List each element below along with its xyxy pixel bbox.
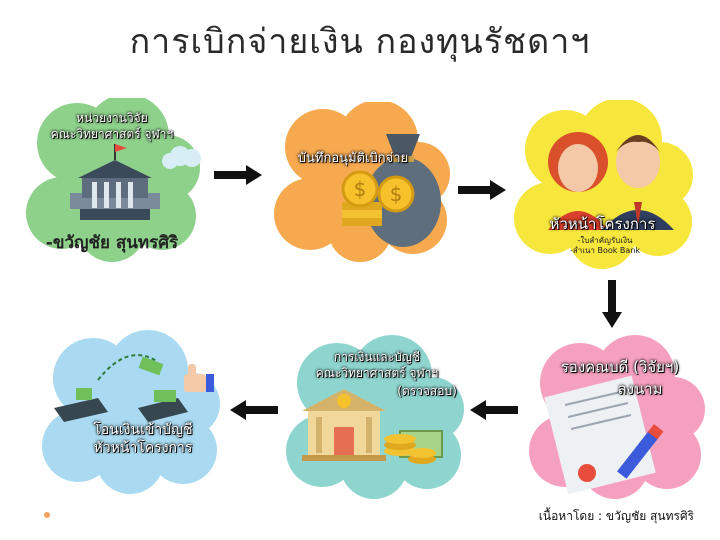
- step-note: -ใบสำคัญรับเงิน: [577, 236, 633, 245]
- step-label: หัวหน้าโครงการ: [549, 215, 656, 233]
- step-label: บันทึกอนุมัติเบิกจ่าย: [297, 151, 409, 166]
- step-label: (ตรวจสอบ): [397, 384, 457, 398]
- university-building-icon: [70, 144, 160, 220]
- mobile-transfer-icon: [54, 354, 188, 422]
- arrow-down-icon: [602, 280, 622, 328]
- step-approval-memo: $ $ บันทึกอนุมัติเบิกจ่าย: [268, 102, 453, 262]
- gold-coins-icon: $ $: [341, 170, 415, 226]
- woman-avatar-icon: [548, 132, 608, 230]
- step-label: หัวหน้าโครงการ: [93, 440, 193, 456]
- page-title: การเบิกจ่ายเงิน กองทุนรัชดาฯ: [129, 22, 591, 62]
- credit-text: เนื้อหาโดย : ขวัญชัย สุนทรศิริ: [538, 509, 694, 523]
- cloud-shape: [514, 100, 693, 269]
- arrow-right-icon: [458, 180, 506, 200]
- decorative-dot: [44, 512, 50, 518]
- man-avatar-icon: [602, 135, 674, 230]
- step-label: คณะวิทยาศาสตร์ จุฬาฯ: [50, 127, 174, 141]
- svg-text:$: $: [390, 182, 403, 206]
- step-project-head: หัวหน้าโครงการ -ใบสำคัญรับเงิน -สำเนา Bo…: [510, 100, 695, 270]
- step-caption: -ขวัญชัย สุนทรศิริ: [45, 233, 179, 253]
- step-label: คณะวิทยาศาสตร์ จุฬาฯ: [315, 366, 439, 380]
- step-transfer: โอนเงินเข้าบัญชี หัวหน้าโครงการ: [38, 330, 223, 495]
- cloud-shape: [42, 330, 220, 494]
- step-vice-dean: รองคณบดี (วิจัยฯ) ลงนาม: [525, 335, 705, 500]
- step-label: หน่วยงานวิจัย: [76, 111, 148, 125]
- arrow-right-icon: [214, 165, 262, 185]
- step-finance: การเงินและบัญชี คณะวิทยาศาสตร์ จุฬาฯ (ตร…: [282, 335, 467, 500]
- step-note: -สำเนา Book Bank: [569, 246, 641, 255]
- arrow-left-icon: [470, 400, 518, 420]
- cloud-shape: [529, 335, 705, 499]
- cloud-shape: [26, 98, 201, 262]
- step-label: รองคณบดี (วิจัยฯ): [560, 358, 680, 376]
- pen-icon: [617, 424, 664, 479]
- cash-and-coins-icon: [384, 430, 443, 464]
- arrow-left-icon: [230, 400, 278, 420]
- cloud-shape: $ $: [274, 102, 450, 262]
- svg-text:$: $: [354, 177, 367, 201]
- cloud-shape: [286, 335, 464, 499]
- step-label: การเงินและบัญชี: [333, 350, 421, 364]
- step-label: ลงนาม: [617, 380, 663, 398]
- bank-building-icon: [302, 389, 386, 461]
- step-label: โอนเงินเข้าบัญชี: [93, 422, 193, 438]
- thumbs-up-icon: [184, 364, 214, 392]
- step-research-unit: หน่วยงานวิจัย คณะวิทยาศาสตร์ จุฬาฯ -ขวัญ…: [22, 98, 202, 263]
